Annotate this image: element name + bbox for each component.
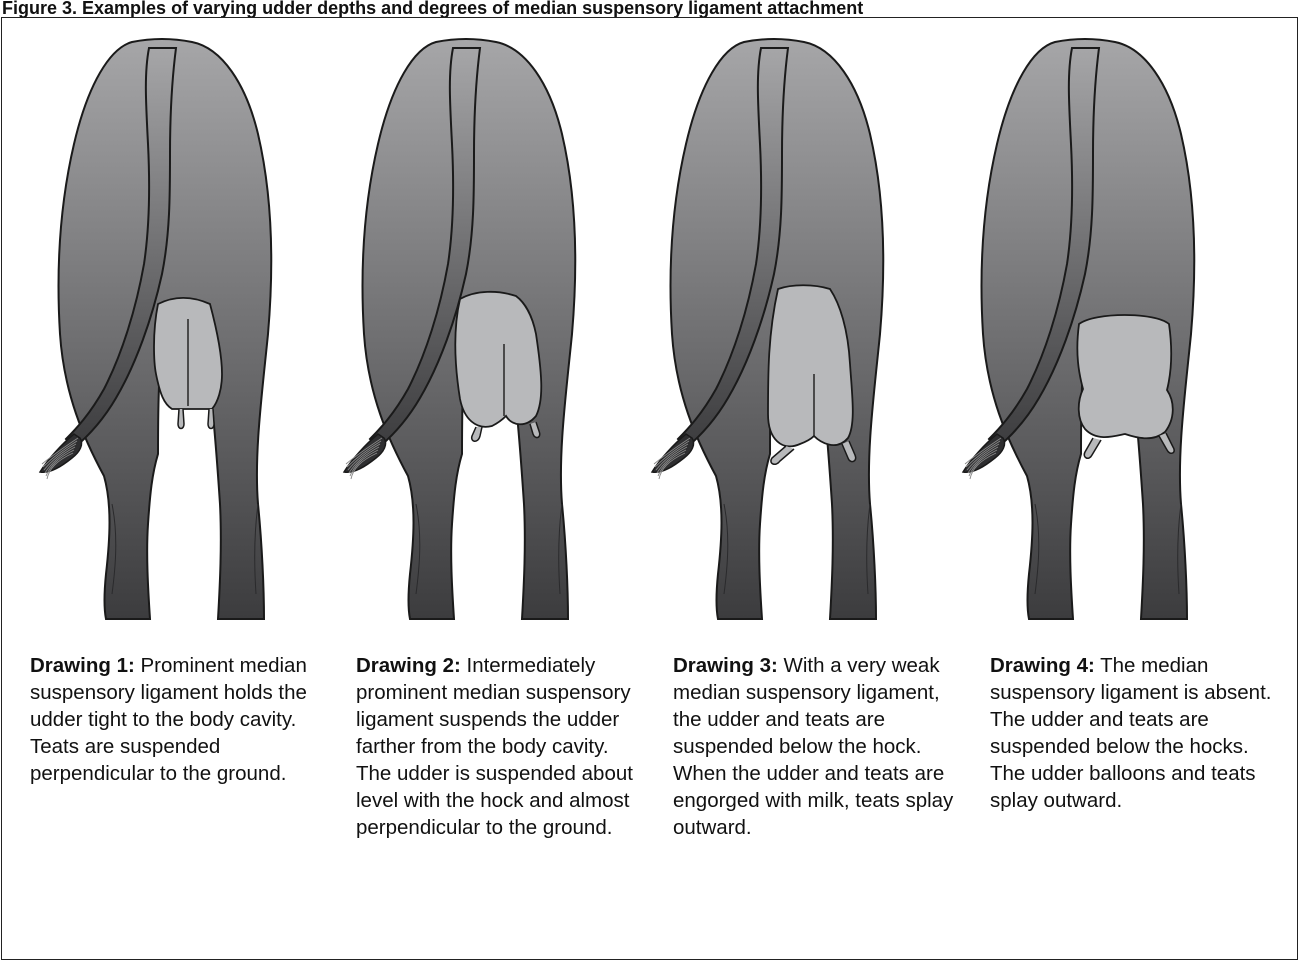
teat	[178, 409, 184, 429]
caption-label: Drawing 2:	[356, 654, 461, 677]
caption-label: Drawing 3:	[673, 654, 778, 677]
figure-title: Figure 3. Examples of varying udder dept…	[2, 0, 1298, 18]
teat	[771, 446, 794, 464]
cow-drawing-4	[955, 34, 1205, 624]
cow-drawing-2	[336, 34, 586, 624]
caption-drawing-2: Drawing 2: Intermediately prominent medi…	[356, 652, 642, 841]
cow-drawing-1	[32, 34, 282, 624]
tail-switch	[963, 434, 1005, 479]
teat	[208, 409, 214, 429]
udder-shape	[768, 285, 853, 446]
cow-drawing-3	[644, 34, 894, 624]
tail-switch	[40, 434, 82, 479]
caption-text: Intermediately prominent median suspenso…	[356, 654, 633, 839]
tail-switch	[344, 434, 386, 479]
caption-text: With a very weak median suspensory ligam…	[673, 654, 953, 839]
tail-switch	[652, 434, 694, 479]
udder-shape	[1077, 315, 1172, 438]
udder-shape	[455, 292, 541, 427]
teat	[1084, 438, 1101, 458]
caption-text: The median suspensory ligament is absent…	[990, 654, 1271, 812]
caption-drawing-3: Drawing 3: With a very weak median suspe…	[673, 652, 959, 841]
caption-label: Drawing 1:	[30, 654, 135, 677]
teat	[472, 427, 482, 441]
caption-drawing-4: Drawing 4: The median suspensory ligamen…	[990, 652, 1276, 814]
caption-drawing-1: Drawing 1: Prominent median suspensory l…	[30, 652, 316, 787]
caption-label: Drawing 4:	[990, 654, 1095, 677]
